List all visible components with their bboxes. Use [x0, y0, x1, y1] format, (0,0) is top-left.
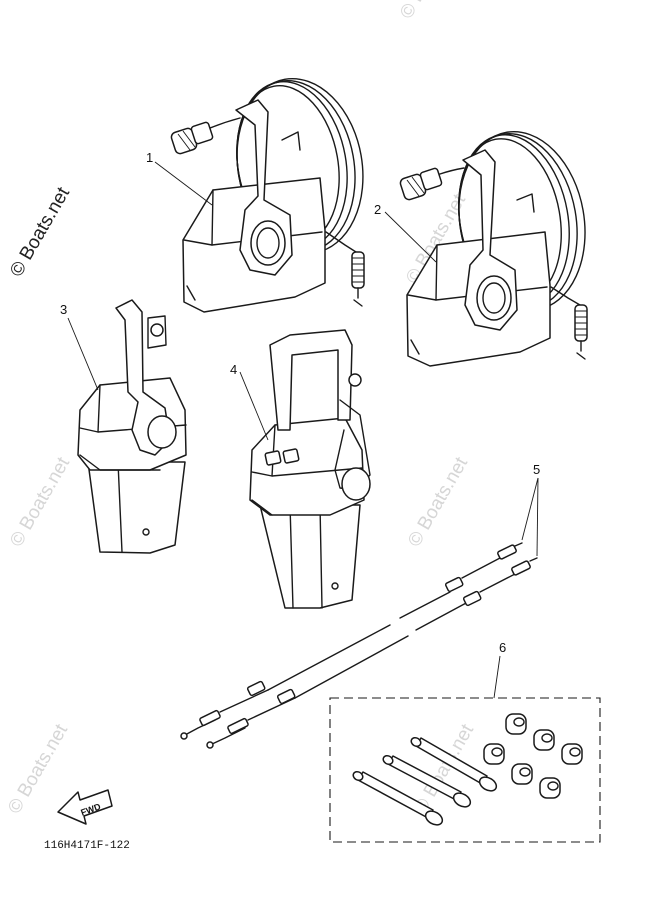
neutral-button-b	[282, 448, 300, 464]
lever-hub-3	[147, 415, 177, 449]
watermark-mid-center: © Boats.net	[404, 453, 472, 550]
connector-plug-2	[399, 167, 465, 201]
mounting-bolt	[352, 770, 444, 826]
callout-label-6: 6	[499, 640, 506, 655]
pedestal-body-3	[87, 461, 186, 554]
callout-label-2: 2	[374, 202, 381, 217]
callout-label-5: 5	[533, 462, 540, 477]
callout-label-3: 3	[60, 302, 67, 317]
forward-direction-arrow: FWD	[57, 789, 113, 825]
watermark-top-right: © Boats.net	[396, 0, 464, 23]
binnacle-control-part-3: 3	[60, 299, 187, 554]
remote-control-part-2: 2	[374, 131, 588, 367]
control-head-4	[249, 417, 365, 516]
grommet	[483, 743, 505, 765]
callout-leader-4	[239, 371, 269, 441]
mounting-kit-box	[329, 697, 601, 843]
cable-a	[180, 542, 523, 740]
grommet	[533, 729, 555, 751]
safety-lanyard-spring-1	[325, 231, 365, 307]
neutral-button-a	[264, 450, 282, 466]
callout-leader-2	[384, 211, 437, 263]
grommet	[511, 763, 533, 785]
mounting-kit-part-6: 6	[329, 640, 601, 843]
part-code-label: 116H4171F-122	[44, 840, 130, 852]
grommet	[539, 777, 561, 799]
callout-leader-1	[154, 161, 213, 206]
callout-leader-5b	[536, 477, 539, 557]
remote-control-part-1: 1	[146, 77, 365, 313]
watermark-bottom-left: © Boats.net	[4, 720, 72, 817]
lever-hub-1	[250, 220, 286, 266]
callout-leader-5a	[521, 477, 539, 541]
safety-lanyard-spring-2	[550, 286, 588, 360]
connector-plug-1	[170, 117, 241, 155]
watermark-main: © Boats.net	[6, 183, 74, 280]
callout-label-1: 1	[146, 150, 153, 165]
lever-hub-2	[476, 275, 512, 321]
grommet	[505, 713, 527, 735]
mounting-bolt	[410, 736, 498, 792]
callout-leader-6	[493, 655, 501, 699]
fwd-arrow-icon	[57, 789, 113, 825]
callout-leader-3	[67, 317, 99, 391]
binnacle-control-part-4: 4	[230, 329, 371, 609]
lever-hub-4	[341, 467, 371, 501]
callout-label-4: 4	[230, 362, 237, 377]
cable-b	[206, 557, 538, 749]
pedestal-body-4	[259, 504, 361, 609]
watermark-mid-left: © Boats.net	[6, 453, 74, 550]
grommet	[561, 743, 583, 765]
dual-lever-handle-4	[269, 329, 353, 431]
mounting-bolt	[382, 754, 472, 808]
control-lever-3	[115, 299, 171, 456]
control-cables-part-5: 5	[180, 462, 540, 749]
